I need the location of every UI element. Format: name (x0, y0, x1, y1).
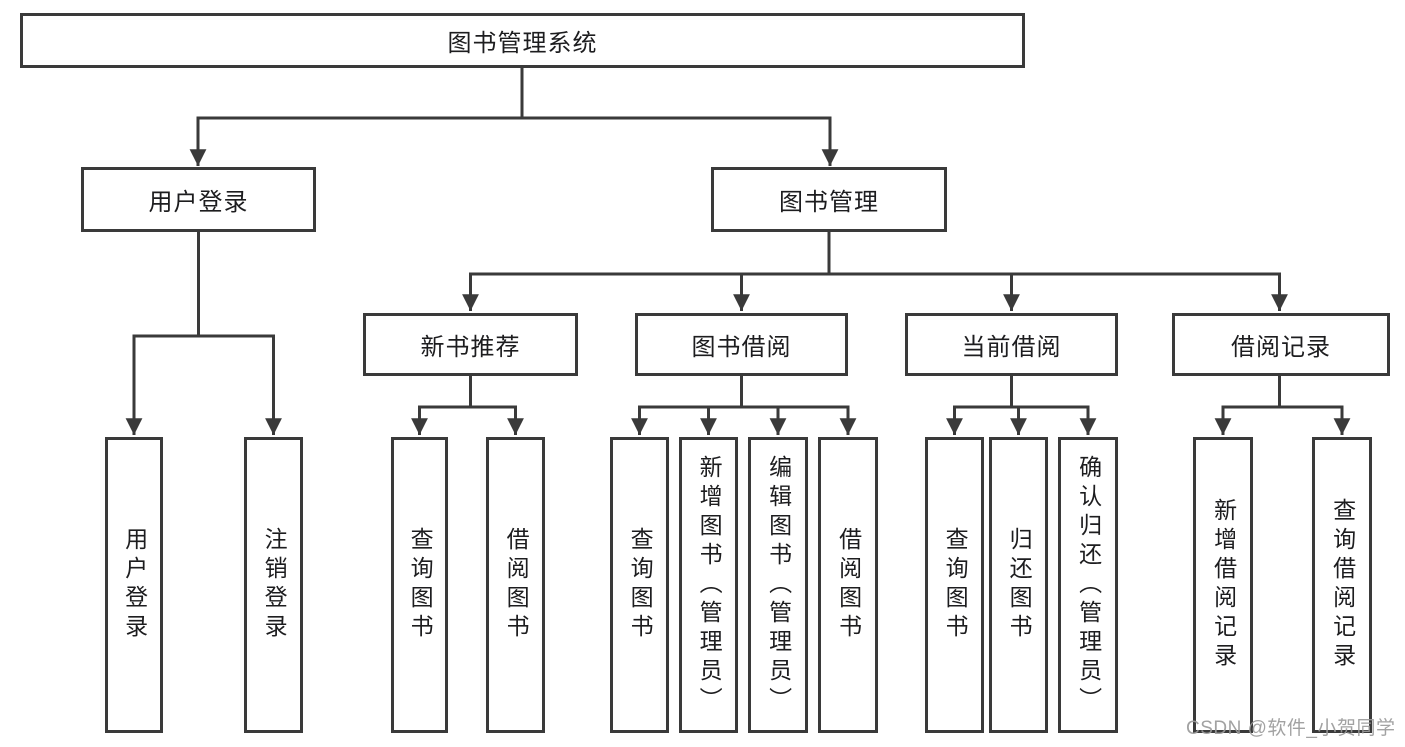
node-new-book-recommend: 新书推荐 (363, 313, 578, 376)
node-book-borrowing-label: 图书借阅 (691, 334, 792, 361)
node-library-system-label: 图书管理系统 (447, 30, 598, 57)
connector-new-book-children (411, 375, 524, 435)
watermark: CSDN @软件_小贺同学 (1186, 718, 1396, 739)
leaf-nb-borrow-books: 借阅图书 (486, 437, 545, 733)
node-user-login-label: 用户登录 (148, 189, 249, 216)
leaf-cb-return-books-label: 归还图书 (1006, 527, 1033, 643)
leaf-nb-query-books: 查询图书 (391, 437, 448, 733)
node-library-system: 图书管理系统 (20, 13, 1025, 68)
node-new-book-recommend-label: 新书推荐 (420, 334, 521, 361)
leaf-bb-query-books-label: 查询图书 (627, 527, 654, 643)
leaf-nb-borrow-books-label: 借阅图书 (503, 527, 530, 643)
node-borrowing-records: 借阅记录 (1172, 313, 1390, 376)
leaf-bb-borrow-books: 借阅图书 (818, 437, 878, 733)
leaf-br-query-record: 查询借阅记录 (1312, 437, 1372, 733)
node-current-borrowing: 当前借阅 (905, 313, 1118, 376)
node-user-login: 用户登录 (81, 167, 316, 232)
connector-root-to-level2 (189, 66, 839, 166)
leaf-cb-query-books-label: 查询图书 (942, 527, 969, 643)
node-book-borrowing: 图书借阅 (635, 313, 848, 376)
connector-current-borrow-children (946, 375, 1097, 435)
connector-records-children (1214, 375, 1351, 435)
leaf-bb-edit-books-admin: 编辑图书（管理员） (748, 437, 808, 733)
leaf-ul-logout-label: 注销登录 (261, 527, 288, 643)
leaf-ul-logout: 注销登录 (244, 437, 303, 733)
leaf-cb-confirm-return-admin-label: 确认归还（管理员） (1075, 454, 1102, 716)
leaf-cb-confirm-return-admin: 确认归还（管理员） (1058, 437, 1118, 733)
leaf-br-add-record: 新增借阅记录 (1193, 437, 1253, 733)
leaf-ul-user-login: 用户登录 (105, 437, 163, 733)
connector-book-mgmt-to-level3 (462, 232, 1288, 311)
node-book-management: 图书管理 (711, 167, 947, 232)
leaf-bb-add-books-admin: 新增图书（管理员） (679, 437, 738, 733)
node-borrowing-records-label: 借阅记录 (1231, 334, 1331, 361)
leaf-br-query-record-label: 查询借阅记录 (1329, 498, 1356, 672)
leaf-br-add-record-label: 新增借阅记录 (1210, 498, 1237, 672)
leaf-cb-return-books: 归还图书 (989, 437, 1048, 733)
leaf-ul-user-login-label: 用户登录 (121, 527, 148, 643)
connector-user-login-children (125, 231, 282, 435)
leaf-bb-query-books: 查询图书 (610, 437, 669, 733)
leaf-bb-edit-books-admin-label: 编辑图书（管理员） (765, 454, 792, 716)
leaf-cb-query-books: 查询图书 (925, 437, 984, 733)
node-current-borrowing-label: 当前借阅 (961, 334, 1062, 361)
leaf-bb-borrow-books-label: 借阅图书 (835, 527, 862, 643)
connector-book-borrow-children (631, 375, 857, 435)
leaf-nb-query-books-label: 查询图书 (407, 527, 434, 643)
leaf-bb-add-books-admin-label: 新增图书（管理员） (696, 454, 723, 716)
node-book-management-label: 图书管理 (779, 189, 879, 216)
